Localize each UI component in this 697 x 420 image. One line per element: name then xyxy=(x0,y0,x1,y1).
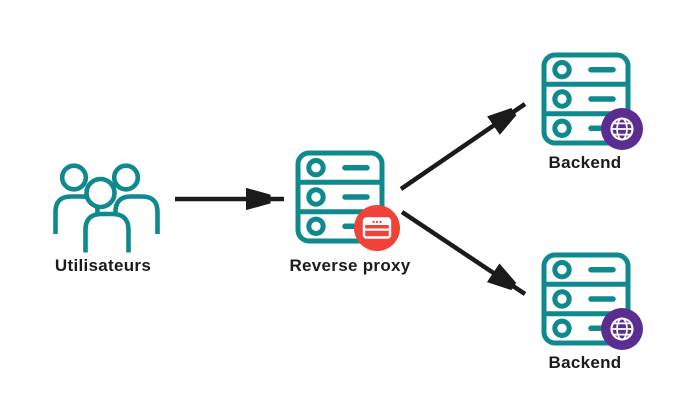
globe-badge-top xyxy=(601,108,643,150)
users-label: Utilisateurs xyxy=(54,256,152,275)
users-group-icon xyxy=(53,163,160,253)
globe-icon xyxy=(610,117,634,141)
reverse-proxy-label: Reverse proxy xyxy=(289,256,411,275)
arrow-proxy-to-backend-bottom xyxy=(400,210,527,296)
backend-top-label: Backend xyxy=(548,153,622,172)
globe-badge-bottom xyxy=(601,308,643,350)
arrow-proxy-to-backend-top xyxy=(399,102,527,191)
browser-window-badge xyxy=(354,205,400,251)
browser-window-icon xyxy=(362,217,392,239)
globe-icon xyxy=(610,317,634,341)
backend-bottom-label: Backend xyxy=(548,353,622,372)
